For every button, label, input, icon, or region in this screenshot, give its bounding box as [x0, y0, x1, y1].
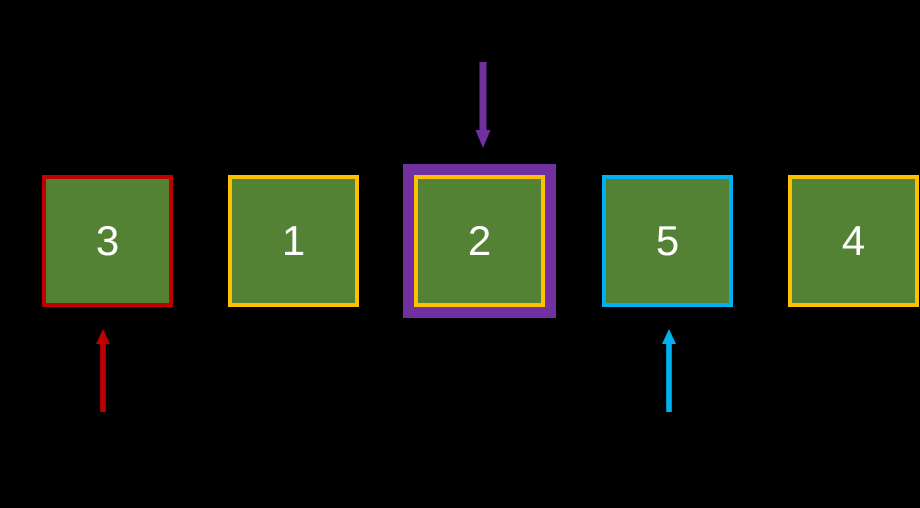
array-box-1: 1: [228, 175, 359, 307]
arrow-down-icon: [475, 62, 491, 148]
box-value: 1: [281, 217, 306, 264]
array-box-2-highlighted: 2: [403, 164, 556, 318]
array-box-4: 4: [788, 175, 919, 307]
box-value: 4: [841, 217, 866, 264]
box-value: 5: [655, 217, 680, 264]
array-box-3: 3: [42, 175, 173, 307]
box-value: 3: [95, 217, 120, 264]
array-box-5: 5: [602, 175, 733, 307]
arrow-up-icon: [662, 329, 676, 412]
arrow-up-icon: [96, 329, 110, 412]
box-value: 2: [467, 217, 492, 264]
